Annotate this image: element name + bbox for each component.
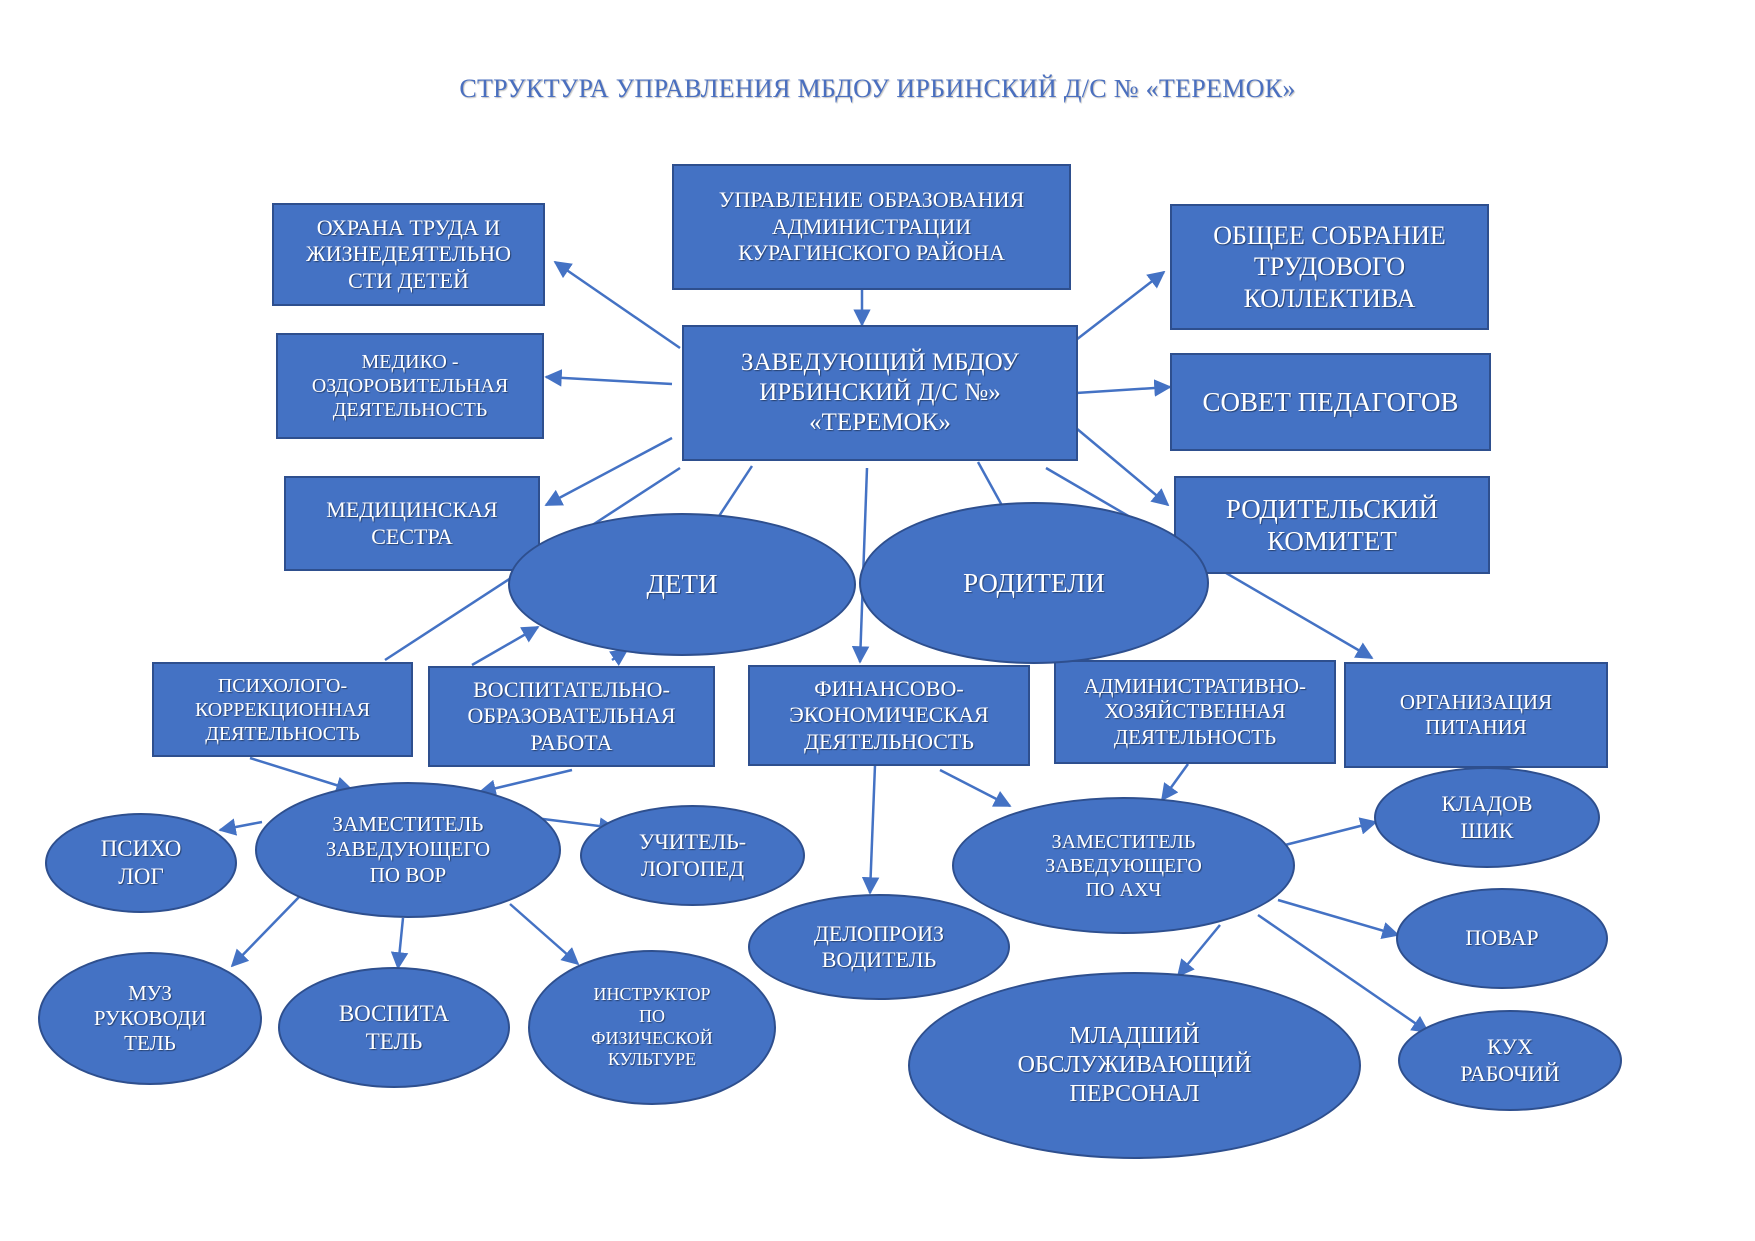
ellipse-povar: ПОВАР	[1396, 888, 1608, 989]
arrow-head-to-sovet	[1075, 379, 1172, 397]
box-sovet-pedagogov: СОВЕТ ПЕДАГОГОВ	[1170, 353, 1491, 451]
arrow-zamvor-to-muz	[230, 895, 301, 968]
arrow-head-to-sobranie	[1075, 270, 1166, 341]
arrow-head-to-ohrana	[553, 260, 681, 350]
ellipse-muz-rukovoditel: МУЗ РУКОВОДИ ТЕЛЬ	[38, 952, 262, 1085]
box-ohrana-truda: ОХРАНА ТРУДА И ЖИЗНЕДЕЯТЕЛЬНО СТИ ДЕТЕЙ	[272, 203, 545, 306]
arrow-zamahch-to-povar	[1277, 898, 1400, 939]
box-roditelskiy-komitet: РОДИТЕЛЬСКИЙ КОМИТЕТ	[1174, 476, 1490, 574]
arrow-vospit-to-deti	[471, 625, 540, 667]
box-organizaciya-pitaniya: ОРГАНИЗАЦИЯ ПИТАНИЯ	[1344, 662, 1608, 768]
box-zaveduyushchiy: ЗАВЕДУЮЩИЙ МБДОУ ИРБИНСКИЙ Д/С №» «ТЕРЕМ…	[682, 325, 1078, 461]
ellipse-roditeli: РОДИТЕЛИ	[859, 502, 1209, 664]
diagram-title: СТРУКТУРА УПРАВЛЕНИЯ МБДОУ ИРБИНСКИЙ Д/С…	[459, 74, 1296, 103]
ellipse-zam-vor: ЗАМЕСТИТЕЛЬ ЗАВЕДУЮЩЕГО ПО ВОР	[255, 782, 561, 918]
ellipse-deti: ДЕТИ	[508, 513, 856, 656]
arrow-zamvor-to-psiholog	[218, 818, 263, 836]
ellipse-mladshiy-personal: МЛАДШИЙ ОБСЛУЖИВАЮЩИЙ ПЕРСОНАЛ	[908, 972, 1361, 1159]
ellipse-kladovshik: КЛАДОВ ШИК	[1374, 767, 1600, 868]
box-vospitatelno-obrazovatelnaya: ВОСПИТАТЕЛЬНО- ОБРАЗОВАТЕЛЬНАЯ РАБОТА	[428, 666, 715, 767]
box-medicinskaya-sestra: МЕДИЦИНСКАЯ СЕСТРА	[284, 476, 540, 571]
ellipse-zam-ahch: ЗАМЕСТИТЕЛЬ ЗАВЕДУЮЩЕГО ПО АХЧ	[952, 797, 1295, 934]
arrow-adm-to-zamahch	[1160, 763, 1190, 802]
arrow-zamvor-to-instruktor	[509, 903, 580, 966]
arrow-head-to-mediko	[544, 369, 673, 387]
ellipse-deloproizvoditel: ДЕЛОПРОИЗ ВОДИТЕЛЬ	[748, 894, 1010, 1000]
ellipse-uchitel-logoped: УЧИТЕЛЬ- ЛОГОПЕД	[580, 805, 805, 906]
ellipse-instruktor: ИНСТРУКТОР ПО ФИЗИЧЕСКОЙ КУЛЬТУРЕ	[528, 950, 776, 1105]
box-mediko-ozdorovitelnaya: МЕДИКО - ОЗДОРОВИТЕЛЬНАЯ ДЕЯТЕЛЬНОСТЬ	[276, 333, 544, 439]
box-psihologo-korrekcionnaya: ПСИХОЛОГО- КОРРЕКЦИОННАЯ ДЕЯТЕЛЬНОСТЬ	[152, 662, 413, 757]
box-administrativno-hozyaystvennaya: АДМИНИСТРАТИВНО- ХОЗЯЙСТВЕННАЯ ДЕЯТЕЛЬНО…	[1054, 660, 1336, 764]
arrow-zamvor-to-vospitatel	[390, 917, 409, 970]
arrow-psiholog-korr-to-zamvor	[249, 756, 354, 794]
arrow-vospit-to-zamvor	[478, 768, 573, 797]
ellipse-psiholog: ПСИХО ЛОГ	[45, 813, 237, 913]
arrow-head-to-medsestra	[544, 436, 673, 507]
box-obshchee-sobranie: ОБЩЕЕ СОБРАНИЕ ТРУДОВОГО КОЛЛЕКТИВА	[1170, 204, 1489, 330]
arrow-zamahch-to-kuh	[1257, 913, 1430, 1034]
arrow-zamahch-to-mladshiy	[1176, 924, 1221, 978]
box-upravlenie-obrazovaniya: УПРАВЛЕНИЕ ОБРАЗОВАНИЯ АДМИНИСТРАЦИИ КУР…	[672, 164, 1071, 290]
arrow-head-to-komitet	[1075, 427, 1170, 507]
box-finansovo-ekonomicheskaya: ФИНАНСОВО- ЭКОНОМИЧЕСКАЯ ДЕЯТЕЛЬНОСТЬ	[748, 665, 1030, 766]
arrow-fin-to-zamahch	[939, 768, 1012, 808]
ellipse-kuh-rabochiy: КУХ РАБОЧИЙ	[1398, 1010, 1622, 1111]
ellipse-vospitatel: ВОСПИТА ТЕЛЬ	[278, 967, 510, 1088]
arrow-fin-to-delopr	[861, 764, 880, 895]
arrow-zamahch-to-kladov	[1284, 817, 1378, 847]
